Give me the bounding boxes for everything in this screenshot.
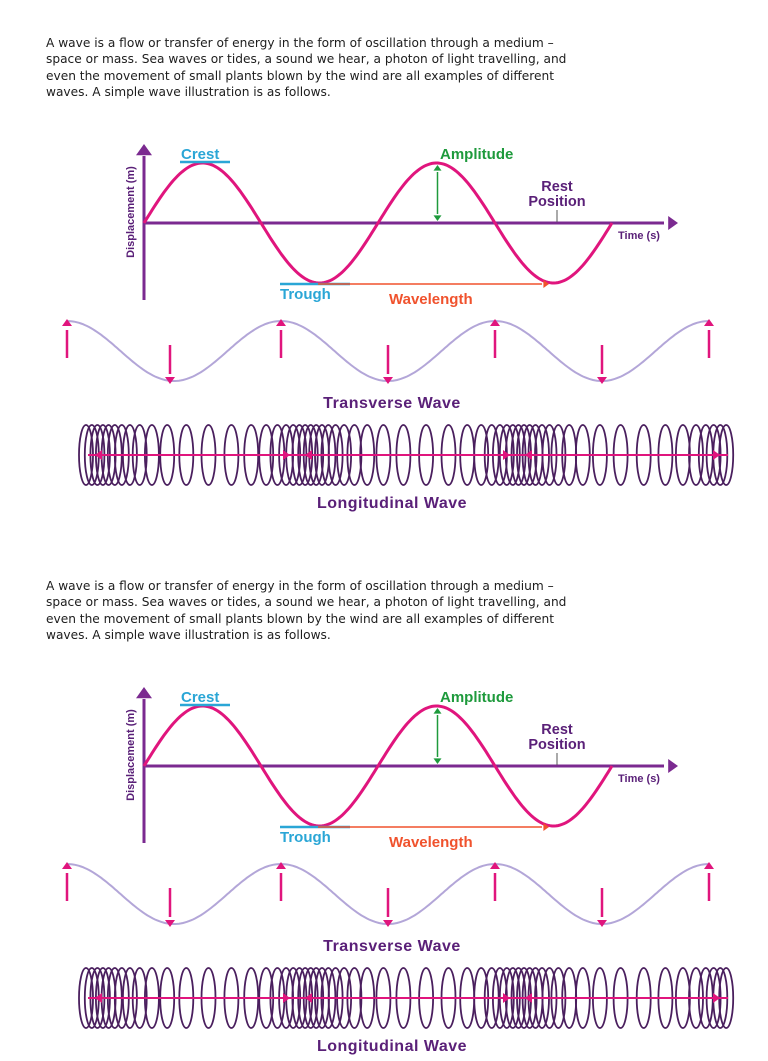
wavelength-arrow-icon (543, 280, 549, 288)
down-arrow-head-icon (383, 920, 393, 927)
paragraph-line: even the movement of small plants blown … (46, 68, 555, 83)
amplitude-label: Amplitude (440, 146, 513, 163)
paragraph-line: even the movement of small plants blown … (46, 611, 555, 626)
time-axis-label: Time (s) (618, 230, 660, 242)
longitudinal-arrow-icon (283, 993, 290, 1003)
up-arrow-head-icon (490, 862, 500, 869)
down-arrow-head-icon (597, 377, 607, 384)
longitudinal-arrow-icon (305, 993, 312, 1003)
rest-label-line1: Rest (541, 179, 573, 195)
longitudinal-wave-label: Longitudinal Wave (317, 495, 467, 512)
down-arrow-head-icon (165, 377, 175, 384)
amplitude-label: Amplitude (440, 689, 513, 706)
paragraph-line: waves. A simple wave illustration is as … (46, 85, 331, 100)
amplitude-arrow-up-icon (433, 165, 442, 171)
down-arrow-head-icon (597, 920, 607, 927)
wavelength-arrow-icon (543, 823, 549, 831)
up-arrow-head-icon (490, 319, 500, 326)
up-arrow-head-icon (704, 862, 714, 869)
paragraph-line: waves. A simple wave illustration is as … (46, 628, 331, 643)
down-arrow-head-icon (383, 377, 393, 384)
up-arrow-head-icon (276, 319, 286, 326)
longitudinal-arrow-icon (503, 993, 510, 1003)
up-arrow-head-icon (62, 319, 72, 326)
amplitude-arrow-up-icon (433, 708, 442, 714)
longitudinal-arrow-icon (95, 450, 102, 460)
transverse-wave-label: Transverse Wave (323, 395, 461, 412)
longitudinal-arrow-icon (713, 450, 720, 460)
rest-label-line2: Position (528, 737, 585, 753)
x-axis-arrow-icon (668, 759, 678, 773)
rest-label-line2: Position (528, 194, 585, 210)
longitudinal-arrow-icon (283, 450, 290, 460)
amplitude-arrow-down-icon (433, 758, 442, 764)
transverse-wave-label: Transverse Wave (323, 938, 461, 955)
amplitude-arrow-down-icon (433, 215, 442, 221)
trough-label: Trough (280, 829, 331, 846)
time-axis-label: Time (s) (618, 773, 660, 785)
paragraph-line: A wave is a flow or transfer of energy i… (46, 36, 554, 50)
transverse-wave: Transverse Wave (62, 862, 714, 955)
crest-label: Crest (181, 689, 219, 706)
trough-label: Trough (280, 286, 331, 303)
longitudinal-wave-label: Longitudinal Wave (317, 1038, 467, 1055)
displacement-axis-label: Displacement (m) (125, 709, 137, 801)
content-block-1: A wave is a flow or transfer of energy i… (0, 0, 768, 520)
up-arrow-head-icon (62, 862, 72, 869)
crest-label: Crest (181, 146, 219, 163)
sine-wave (142, 704, 614, 828)
wavelength-label: Wavelength (389, 291, 473, 308)
longitudinal-wave: Longitudinal Wave (78, 967, 735, 1055)
x-axis-arrow-icon (668, 216, 678, 230)
intro-paragraph: A wave is a flow or transfer of energy i… (46, 35, 736, 101)
paragraph-line: A wave is a flow or transfer of energy i… (46, 579, 554, 593)
wavelength-label: Wavelength (389, 834, 473, 851)
y-axis-arrow-icon (136, 687, 152, 699)
longitudinal-arrow-icon (525, 450, 532, 460)
down-arrow-head-icon (165, 920, 175, 927)
longitudinal-arrow-icon (525, 993, 532, 1003)
up-arrow-head-icon (276, 862, 286, 869)
up-arrow-head-icon (704, 319, 714, 326)
intro-paragraph: A wave is a flow or transfer of energy i… (46, 578, 736, 644)
content-block-2: A wave is a flow or transfer of energy i… (0, 543, 768, 1055)
paragraph-line: space or mass. Sea waves or tides, a sou… (46, 595, 567, 610)
paragraph-line: space or mass. Sea waves or tides, a sou… (46, 52, 567, 67)
transverse-wave: Transverse Wave (62, 319, 714, 412)
sine-wave (142, 161, 614, 285)
displacement-axis-label: Displacement (m) (125, 166, 137, 258)
longitudinal-arrow-icon (305, 450, 312, 460)
longitudinal-arrow-icon (503, 450, 510, 460)
rest-label-line1: Rest (541, 722, 573, 738)
longitudinal-wave: Longitudinal Wave (78, 424, 735, 512)
longitudinal-arrow-icon (95, 993, 102, 1003)
longitudinal-arrow-icon (713, 993, 720, 1003)
y-axis-arrow-icon (136, 144, 152, 156)
